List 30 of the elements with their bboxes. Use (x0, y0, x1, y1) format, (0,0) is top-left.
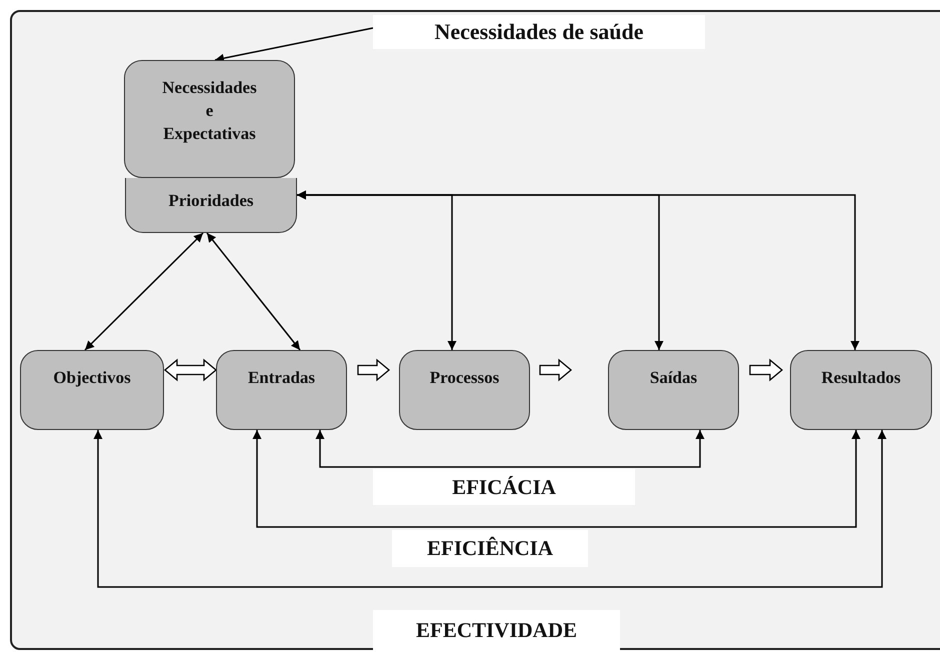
node-label: Entradas (248, 367, 316, 389)
node-label: Prioridades (168, 190, 254, 212)
block-arrow (539, 358, 572, 382)
arrow (84, 232, 204, 351)
process-box (399, 350, 530, 430)
node-label: Objectivos (53, 367, 131, 389)
process-box (790, 350, 932, 430)
arrow (297, 190, 860, 350)
arrow (214, 27, 374, 63)
text-panel (373, 15, 705, 49)
edge-label: EFICIÊNCIA (426, 536, 554, 561)
node-label: Necessidades de saúde (434, 19, 644, 45)
process-box (125, 178, 297, 233)
arrow (316, 430, 704, 468)
arrow (206, 232, 301, 350)
process-box (216, 350, 347, 430)
node-label: Necessidades e Expectativas (162, 77, 257, 145)
edge-label: EFECTIVIDADE (416, 618, 578, 642)
node-label: Resultados (821, 367, 901, 389)
process-box (608, 350, 739, 430)
arrow (252, 430, 860, 528)
block-arrow (164, 358, 218, 382)
edge-label: EFICÁCIA (452, 474, 556, 500)
block-arrow (357, 358, 390, 382)
process-box (124, 60, 295, 178)
node-label: Processos (430, 367, 500, 389)
node-label: Saídas (650, 367, 698, 389)
process-box (20, 350, 164, 430)
arrow (94, 430, 886, 588)
block-arrow (749, 358, 784, 382)
